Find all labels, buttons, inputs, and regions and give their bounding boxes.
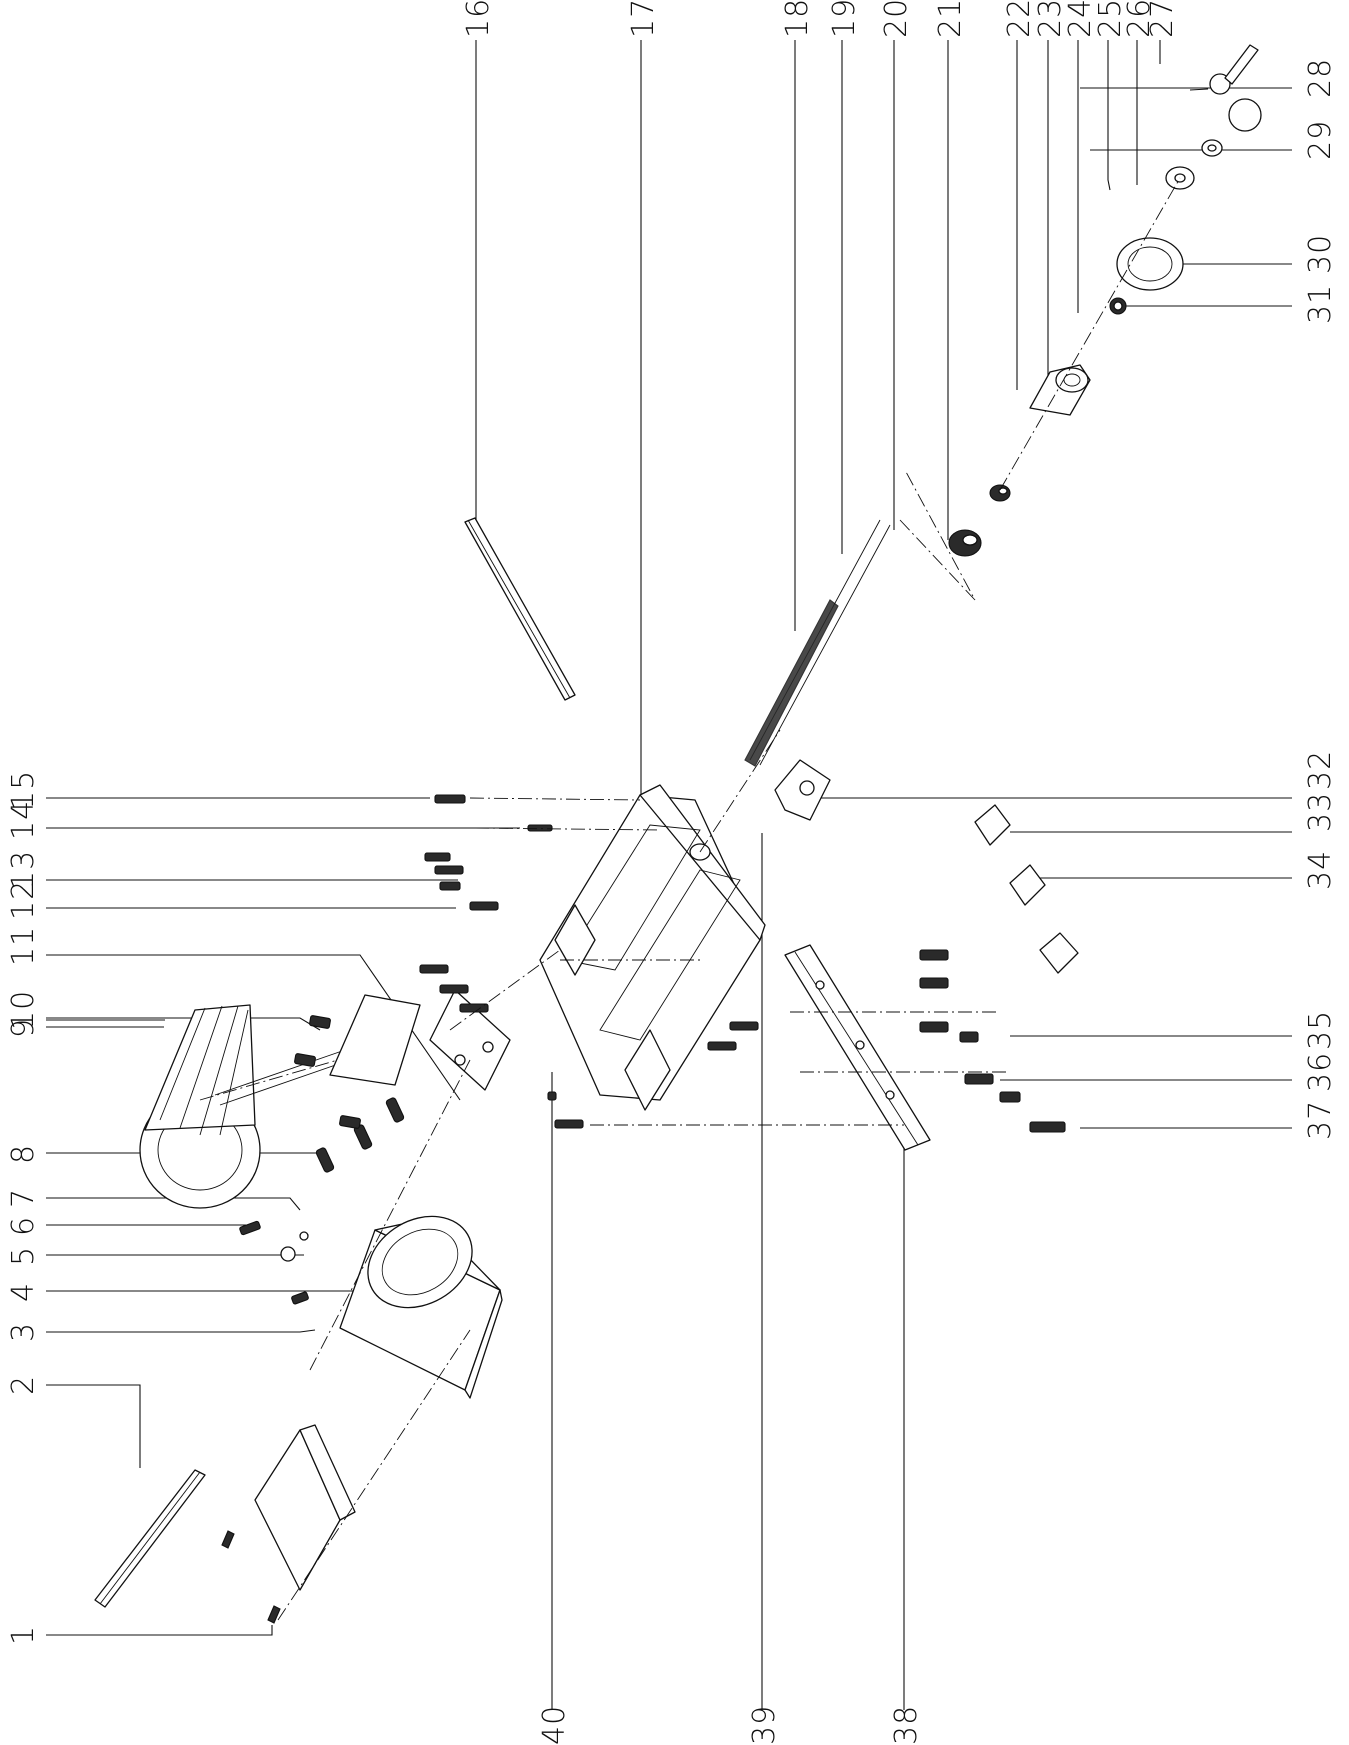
part-label-1: 1 (6, 1625, 41, 1645)
part-number-labels: 1 2 3 4 5 6 7 8 9 10 11 12 13 14 15 16 1… (6, 0, 1338, 1745)
centerlines (277, 177, 1181, 1621)
part-label-30: 30 (1303, 234, 1338, 274)
part-label-24: 24 (1063, 0, 1098, 38)
part-label-35: 35 (1303, 1010, 1338, 1050)
part-label-11: 11 (6, 926, 41, 966)
part-label-28: 28 (1303, 58, 1338, 98)
part-label-6: 6 (6, 1216, 41, 1236)
part-label-17: 17 (626, 0, 661, 38)
part-label-38: 38 (889, 1705, 924, 1745)
part-label-14: 14 (6, 800, 41, 840)
part-label-5: 5 (6, 1246, 41, 1266)
part-label-10-visible: 10 (6, 990, 41, 1030)
part-label-2: 2 (6, 1375, 41, 1395)
part-label-21: 21 (933, 0, 968, 38)
part-label-37: 37 (1303, 1100, 1338, 1140)
part-label-20: 20 (879, 0, 914, 38)
part-label-19: 19 (827, 0, 862, 38)
part-label-4: 4 (6, 1282, 41, 1302)
part-label-8: 8 (6, 1144, 41, 1164)
part-label-31: 31 (1303, 284, 1338, 324)
part-label-27: 27 (1145, 0, 1180, 38)
part-label-15: 15 (6, 770, 41, 810)
part-label-16: 16 (461, 0, 496, 38)
part-label-23: 23 (1033, 0, 1068, 38)
part-label-25: 25 (1093, 0, 1128, 38)
part-label-9: 9 (6, 1018, 41, 1038)
part-label-26: 26 (1122, 0, 1157, 38)
part-label-33: 33 (1303, 792, 1338, 832)
parts (94, 44, 1262, 1624)
part-label-36: 36 (1303, 1052, 1338, 1092)
part-label-34: 34 (1303, 850, 1338, 890)
part-label-7: 7 (6, 1188, 41, 1208)
part-label-40: 40 (537, 1705, 572, 1745)
part-label-29: 29 (1303, 120, 1338, 160)
part-label-22: 22 (1002, 0, 1037, 38)
part-label-32: 32 (1303, 750, 1338, 790)
part-label-13: 13 (6, 850, 41, 890)
part-label-39: 39 (747, 1705, 782, 1745)
part-label-12: 12 (6, 880, 41, 920)
part-label-18: 18 (780, 0, 815, 38)
part-label-3: 3 (6, 1322, 41, 1342)
